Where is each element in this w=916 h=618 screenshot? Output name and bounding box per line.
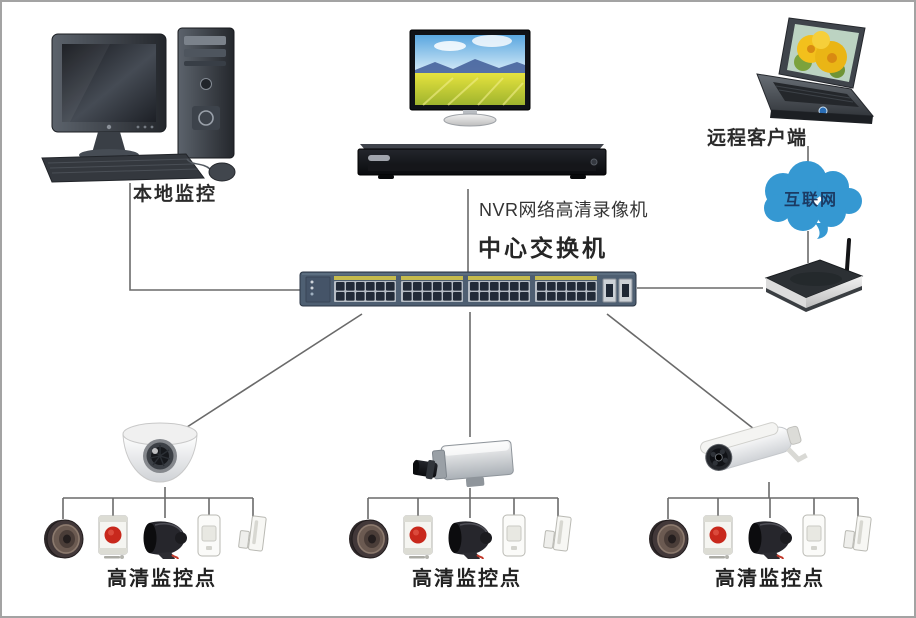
door-contact (238, 514, 268, 558)
local-monitor-label: 本地监控 (133, 184, 218, 205)
siren (141, 517, 189, 559)
laptop (745, 14, 885, 136)
monitor-point-label-3: 高清监控点 (715, 568, 825, 590)
door-contact-icon (843, 514, 872, 552)
pc-tower (177, 27, 235, 159)
pir-sensor-icon (502, 514, 526, 557)
panic-button-icon (703, 515, 733, 560)
speaker-icon (348, 519, 389, 559)
router-antenna (844, 238, 852, 272)
panic-button-icon (98, 515, 128, 560)
nvr-label: NVR网络高清录像机 (479, 200, 649, 220)
desktop-pc (40, 22, 240, 184)
bullet-camera (700, 420, 812, 486)
pir-sensor-icon (197, 514, 221, 557)
monitor-point-label-2: 高清监控点 (412, 568, 522, 590)
speaker-icon (648, 519, 689, 559)
door-contact (543, 514, 573, 558)
door-contact (843, 514, 873, 558)
panic-button (96, 514, 130, 560)
siren (446, 517, 494, 559)
speaker (41, 517, 85, 561)
pir-sensor (799, 513, 829, 559)
siren-icon (447, 520, 493, 559)
nvr-recorder (352, 138, 612, 184)
line-pc-to-switch (129, 183, 302, 291)
door-contact-icon (543, 514, 572, 552)
dome-camera (115, 421, 205, 489)
pc-mouse (208, 162, 236, 182)
panic-button (701, 514, 735, 560)
tv-monitor (408, 28, 534, 128)
panic-button-icon (403, 515, 433, 560)
speaker-icon (43, 519, 84, 559)
line-switch-to-right-camera (606, 313, 755, 430)
pir-sensor (194, 513, 224, 559)
bus-group-2 (367, 488, 559, 519)
speaker (646, 517, 690, 561)
bus-group-1 (62, 487, 254, 519)
door-contact-icon (238, 514, 267, 552)
pc-keyboard (41, 153, 205, 183)
nvr-logo (368, 155, 390, 161)
core-switch-label: 中心交换机 (478, 235, 608, 261)
remote-client-label: 远程客户端 (707, 128, 808, 149)
panic-button (401, 514, 435, 560)
speaker (346, 517, 390, 561)
core-switch (298, 264, 642, 314)
laptop-screen-flowers (794, 31, 847, 78)
pir-sensor (499, 513, 529, 559)
monitor-point-label-1: 高清监控点 (107, 568, 217, 590)
internet-cloud (753, 157, 869, 239)
bus-group-3 (667, 482, 859, 519)
line-switch-to-left-camera (183, 313, 363, 430)
siren (746, 517, 794, 559)
siren-icon (747, 520, 793, 559)
pir-sensor-icon (802, 514, 826, 557)
wireless-router (758, 238, 870, 316)
siren-icon (142, 520, 188, 559)
internet-label: 互联网 (783, 192, 838, 209)
box-camera (413, 436, 523, 502)
